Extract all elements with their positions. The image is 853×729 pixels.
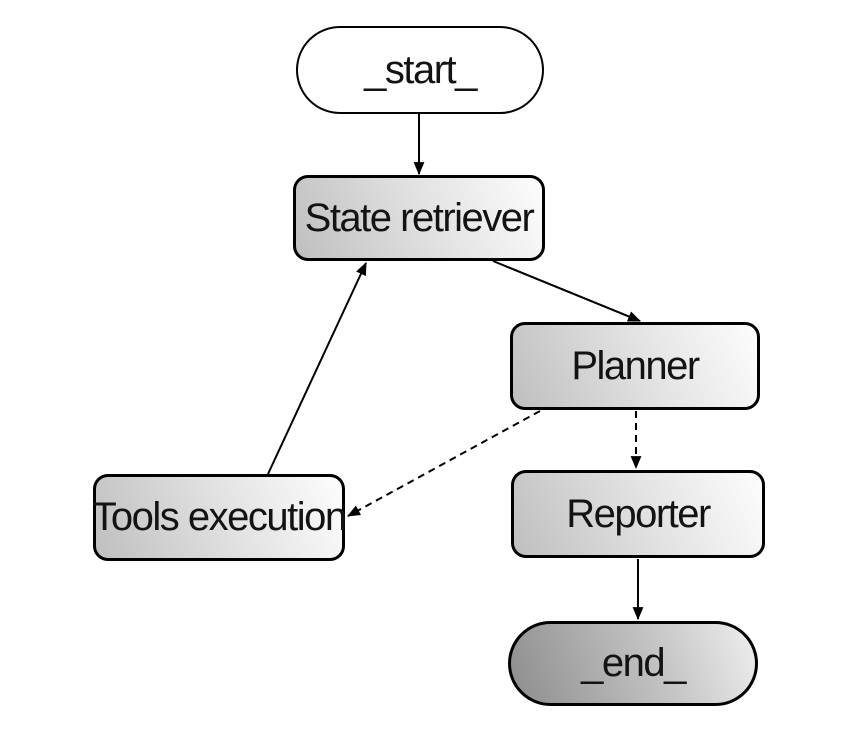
edge-tools-execution-to-state-retriever — [267, 262, 367, 475]
node-start-label: _start_ — [364, 47, 477, 92]
node-reporter-label: Reporter — [566, 491, 711, 536]
node-state-retriever: State retriever — [293, 175, 545, 261]
node-reporter: Reporter — [511, 470, 765, 558]
node-planner-label: Planner — [571, 343, 700, 388]
edge-planner-to-tools-execution — [347, 410, 541, 517]
node-end: _end_ — [508, 621, 758, 706]
node-tools-execution-label: Tools execution — [92, 495, 347, 539]
node-end-label: _end_ — [581, 641, 686, 685]
node-start: _start_ — [296, 26, 544, 114]
node-state-retriever-label: State retriever — [304, 195, 535, 240]
edge-state-retriever-to-planner — [492, 260, 642, 322]
node-tools-execution: Tools execution — [92, 474, 347, 561]
node-planner: Planner — [510, 322, 760, 410]
